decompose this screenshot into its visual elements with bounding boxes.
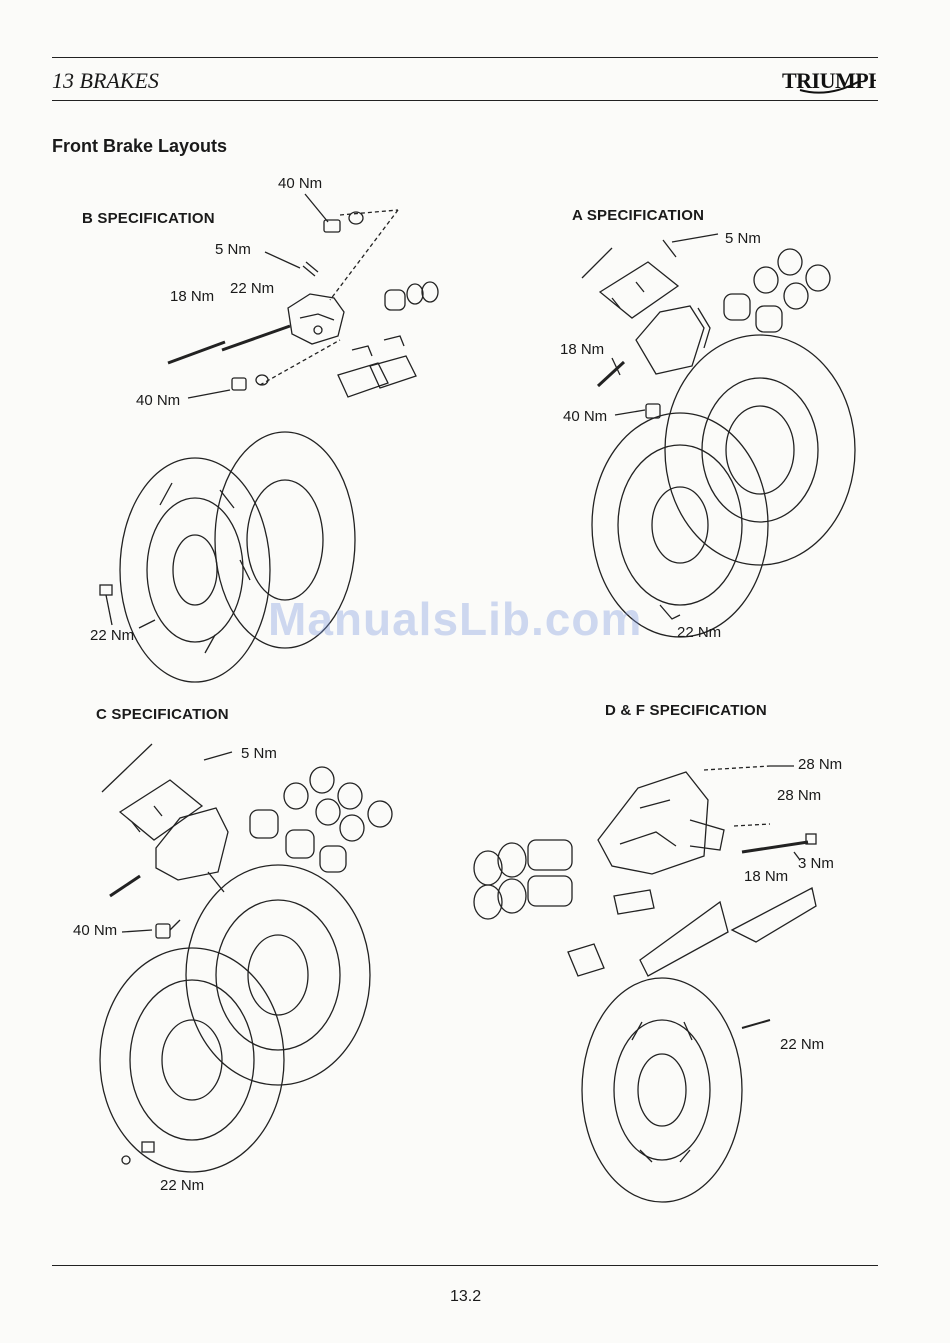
c-torque-label: 5 Nm — [241, 745, 277, 762]
a-torque-label: 5 Nm — [725, 230, 761, 247]
b-torque-label: 40 Nm — [278, 175, 322, 192]
b-spec-heading: B SPECIFICATION — [82, 210, 215, 227]
b-torque-label: 22 Nm — [90, 627, 134, 644]
df-torque-label: 22 Nm — [780, 1036, 824, 1053]
c-spec-drawing — [100, 744, 392, 1172]
b-torque-label: 40 Nm — [136, 392, 180, 409]
a-torque-label: 22 Nm — [677, 624, 721, 641]
df-spec-heading: D & F SPECIFICATION — [605, 702, 767, 719]
footer-rule — [52, 1265, 878, 1266]
df-torque-label: 28 Nm — [798, 756, 842, 773]
df-torque-label: 3 Nm — [798, 855, 834, 872]
df-torque-label: 28 Nm — [777, 787, 821, 804]
c-torque-label: 22 Nm — [160, 1177, 204, 1194]
c-spec-heading: C SPECIFICATION — [96, 706, 229, 723]
a-spec-heading: A SPECIFICATION — [572, 207, 704, 224]
a-torque-label: 18 Nm — [560, 341, 604, 358]
df-spec-drawing — [474, 766, 816, 1202]
b-torque-label: 22 Nm — [230, 280, 274, 297]
c-torque-label: 40 Nm — [73, 922, 117, 939]
b-torque-label: 5 Nm — [215, 241, 251, 258]
df-torque-label: 18 Nm — [744, 868, 788, 885]
page-number: 13.2 — [450, 1288, 481, 1306]
b-torque-label: 18 Nm — [170, 288, 214, 305]
a-spec-drawing — [582, 234, 855, 637]
a-torque-label: 40 Nm — [563, 408, 607, 425]
watermark: ManualsLib.com — [268, 592, 642, 646]
